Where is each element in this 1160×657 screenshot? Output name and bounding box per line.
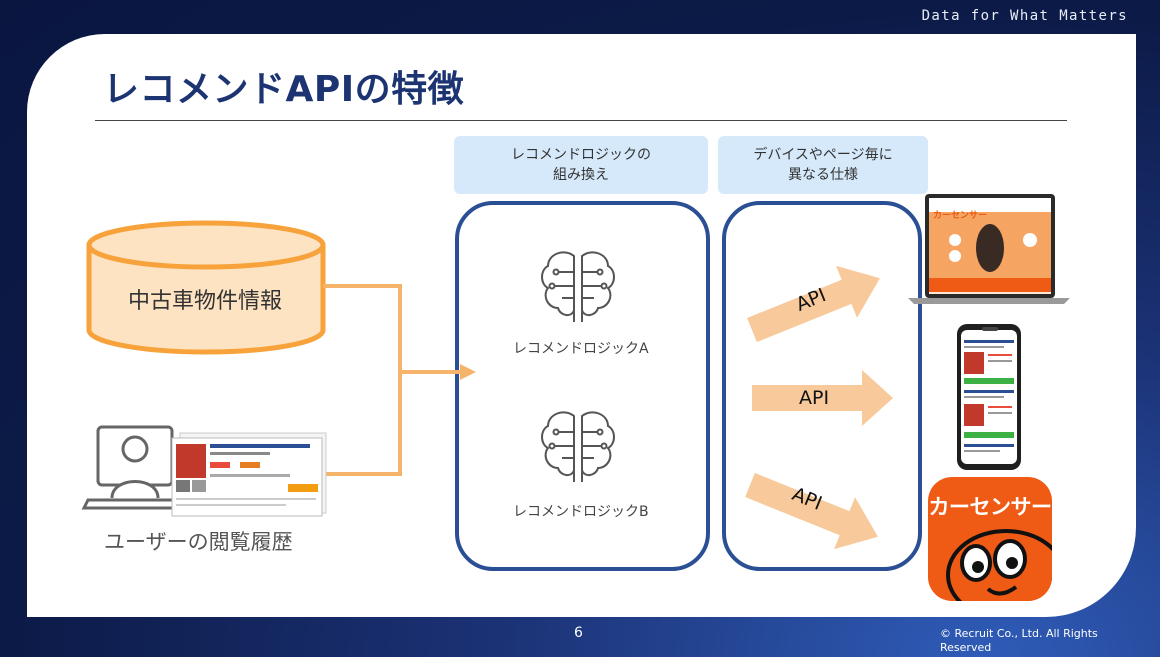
laptop-site-logo: カーセンサー bbox=[933, 211, 988, 221]
api-arrow-middle bbox=[752, 370, 893, 426]
page-number: 6 bbox=[574, 625, 583, 641]
tagline: Data for What Matters bbox=[921, 8, 1128, 24]
history-screenshot bbox=[171, 432, 327, 517]
device-column-header: デバイスやページ毎に 異なる仕様 bbox=[718, 136, 928, 194]
connector-lines bbox=[323, 284, 462, 476]
title-divider bbox=[95, 120, 1067, 121]
connector-arrowhead bbox=[460, 364, 476, 380]
api-container bbox=[722, 201, 922, 571]
logic-column-header: レコメンドロジックの 組み換え bbox=[454, 136, 708, 194]
brain-icon-b bbox=[541, 411, 615, 482]
carsensor-app-icon: カーセンサー bbox=[928, 477, 1052, 601]
smartphone-icon bbox=[957, 324, 1021, 470]
logic-container bbox=[455, 201, 710, 571]
api-arrow-bottom bbox=[745, 472, 878, 550]
api-label-middle: API bbox=[799, 387, 830, 409]
brain-icon-a bbox=[541, 251, 615, 322]
logic-b-label: レコメンドロジックB bbox=[513, 504, 649, 520]
slide-title: レコメンドAPIの特徴 bbox=[103, 69, 465, 110]
user-history-label: ユーザーの閲覧履歴 bbox=[104, 530, 293, 554]
laptop-icon bbox=[908, 194, 1070, 304]
app-icon-name: カーセンサー bbox=[928, 495, 1053, 519]
database-icon bbox=[86, 220, 326, 355]
user-computer-icon bbox=[81, 425, 189, 510]
api-arrow-top bbox=[747, 265, 880, 343]
logic-a-label: レコメンドロジックA bbox=[513, 341, 649, 357]
copyright: © Recruit Co., Ltd. All Rights Reserved bbox=[940, 627, 1098, 654]
mascot-face-icon bbox=[946, 529, 1052, 601]
database-label: 中古車物件情報 bbox=[128, 289, 283, 314]
